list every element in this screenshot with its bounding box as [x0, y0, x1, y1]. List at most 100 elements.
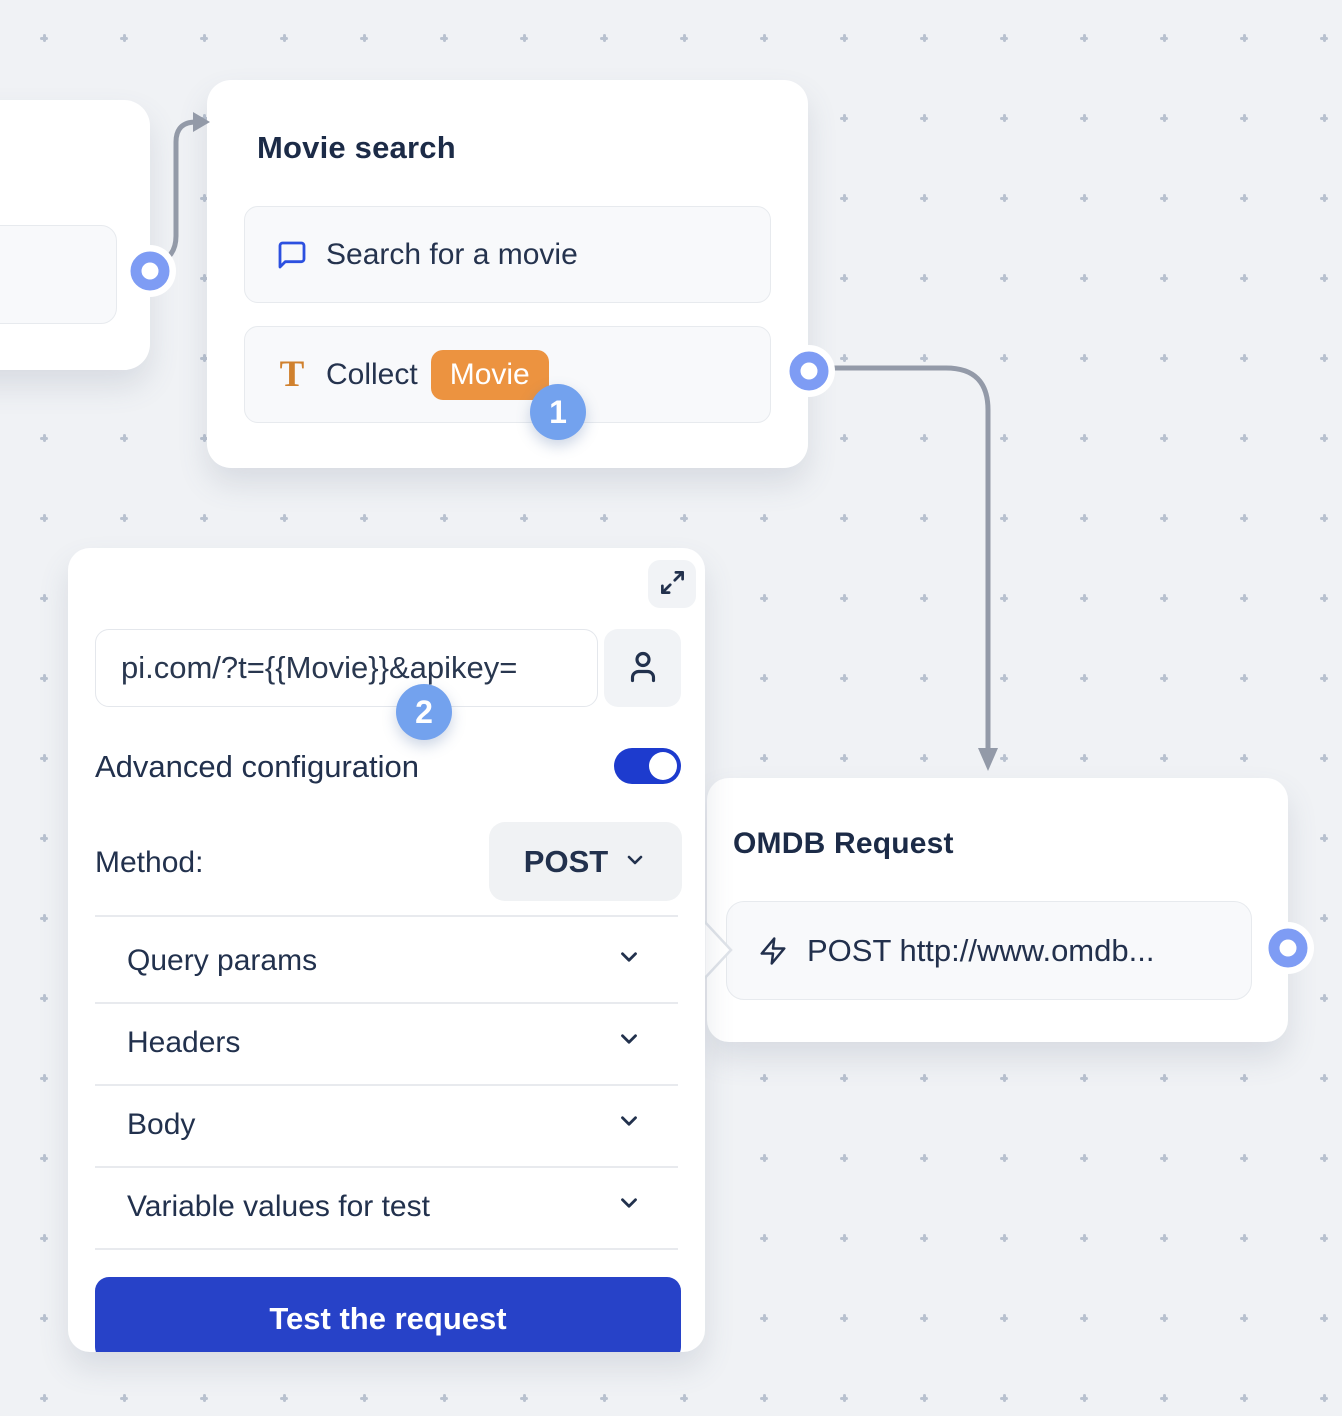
grid-dot	[1080, 354, 1088, 362]
grid-dot	[1000, 194, 1008, 202]
section-query-params[interactable]: Query params	[127, 931, 642, 991]
grid-dot	[1320, 34, 1328, 42]
grid-dot	[1080, 514, 1088, 522]
grid-dot	[920, 194, 928, 202]
grid-dot	[1320, 1074, 1328, 1082]
port-left-node-output[interactable]	[124, 245, 176, 297]
grid-dot	[840, 1394, 848, 1402]
grid-dot	[1160, 1394, 1168, 1402]
grid-dot	[1000, 34, 1008, 42]
grid-dot	[920, 754, 928, 762]
grid-dot	[1000, 674, 1008, 682]
chat-bubble-icon	[275, 238, 309, 272]
grid-dot	[120, 1394, 128, 1402]
grid-dot	[520, 514, 528, 522]
section-label: Query params	[127, 944, 318, 977]
grid-dot	[40, 674, 48, 682]
grid-dot	[840, 1154, 848, 1162]
grid-dot	[1240, 1154, 1248, 1162]
method-dropdown[interactable]: POST	[489, 822, 682, 901]
grid-dot	[40, 594, 48, 602]
advanced-configuration-toggle[interactable]	[614, 748, 681, 784]
grid-dot	[1160, 1234, 1168, 1242]
person-button[interactable]	[604, 629, 681, 707]
grid-dot	[840, 194, 848, 202]
grid-dot	[920, 1234, 928, 1242]
grid-dot	[760, 1154, 768, 1162]
section-body[interactable]: Body	[127, 1095, 642, 1155]
grid-dot	[520, 1394, 528, 1402]
collect-input-block[interactable]: T Collect Movie	[244, 326, 771, 423]
grid-dot	[1320, 434, 1328, 442]
grid-dot	[1160, 354, 1168, 362]
webhook-request-block[interactable]: POST http://www.omdb...	[726, 901, 1252, 1000]
method-label: Method:	[95, 846, 204, 879]
grid-dot	[1160, 434, 1168, 442]
search-message-block[interactable]: Search for a movie	[244, 206, 771, 303]
grid-dot	[1320, 114, 1328, 122]
grid-dot	[1000, 514, 1008, 522]
grid-dot	[40, 834, 48, 842]
section-headers[interactable]: Headers	[127, 1013, 642, 1073]
grid-dot	[1320, 1234, 1328, 1242]
movie-search-node[interactable]: Movie search Search for a movie T Collec…	[207, 80, 808, 468]
grid-dot	[1080, 1234, 1088, 1242]
grid-dot	[1320, 274, 1328, 282]
grid-dot	[920, 34, 928, 42]
grid-dot	[1160, 754, 1168, 762]
port-movie-node-output[interactable]	[783, 345, 835, 397]
grid-dot	[40, 754, 48, 762]
grid-dot	[920, 354, 928, 362]
section-variable-values[interactable]: Variable values for test	[127, 1177, 642, 1237]
divider	[95, 1166, 678, 1168]
grid-dot	[920, 1074, 928, 1082]
previous-node-card[interactable]	[0, 100, 150, 370]
grid-dot	[1160, 1074, 1168, 1082]
grid-dot	[760, 1074, 768, 1082]
previous-node-block[interactable]	[0, 225, 117, 324]
grid-dot	[120, 434, 128, 442]
grid-dot	[1240, 1074, 1248, 1082]
grid-dot	[40, 1074, 48, 1082]
url-input[interactable]	[95, 629, 598, 707]
grid-dot	[760, 754, 768, 762]
divider	[95, 1248, 678, 1250]
grid-dot	[40, 1234, 48, 1242]
grid-dot	[920, 1314, 928, 1322]
grid-dot	[440, 34, 448, 42]
grid-dot	[680, 34, 688, 42]
grid-dot	[1240, 114, 1248, 122]
grid-dot	[280, 514, 288, 522]
grid-dot	[920, 274, 928, 282]
grid-dot	[1320, 1314, 1328, 1322]
step-badge-2: 2	[396, 684, 452, 740]
step-badge-1: 1	[530, 384, 586, 440]
grid-dot	[440, 1394, 448, 1402]
grid-dot	[920, 434, 928, 442]
node-title: OMDB Request	[733, 827, 954, 860]
grid-dot	[40, 1394, 48, 1402]
grid-dot	[1080, 274, 1088, 282]
grid-dot	[520, 34, 528, 42]
grid-dot	[1320, 1154, 1328, 1162]
grid-dot	[840, 114, 848, 122]
grid-dot	[40, 514, 48, 522]
chevron-down-icon	[616, 944, 642, 978]
grid-dot	[1000, 354, 1008, 362]
collect-label: Collect	[326, 357, 418, 391]
text-input-icon: T	[279, 354, 305, 395]
grid-dot	[1320, 754, 1328, 762]
omdb-request-node[interactable]: OMDB Request POST http://www.omdb...	[707, 778, 1288, 1042]
chevron-down-icon	[616, 1026, 642, 1060]
grid-dot	[1080, 34, 1088, 42]
grid-dot	[840, 1234, 848, 1242]
grid-dot	[200, 274, 208, 282]
test-request-button[interactable]: Test the request	[95, 1277, 681, 1352]
grid-dot	[1000, 594, 1008, 602]
grid-dot	[40, 914, 48, 922]
expand-button[interactable]	[648, 560, 696, 608]
port-omdb-node-output[interactable]	[1262, 922, 1314, 974]
divider	[95, 1084, 678, 1086]
